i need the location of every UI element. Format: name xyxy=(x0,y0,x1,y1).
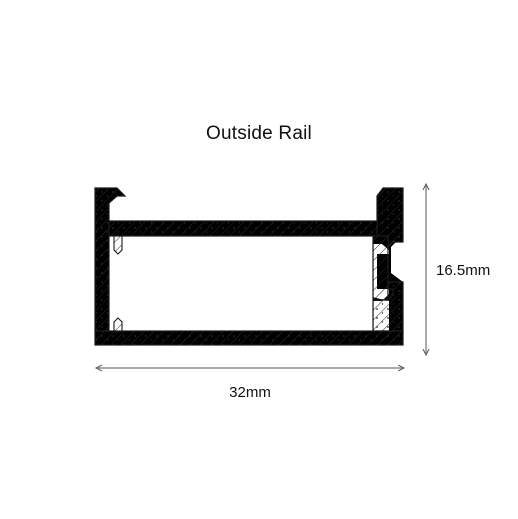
dimension-lines xyxy=(98,186,426,368)
hatched-walls xyxy=(94,187,404,346)
width-dimension-label: 32mm xyxy=(229,384,271,401)
inner-cavity xyxy=(108,235,374,332)
height-dimension-label: 16.5mm xyxy=(436,262,491,279)
right-web xyxy=(372,235,389,301)
diagram-title: Outside Rail xyxy=(206,123,312,144)
